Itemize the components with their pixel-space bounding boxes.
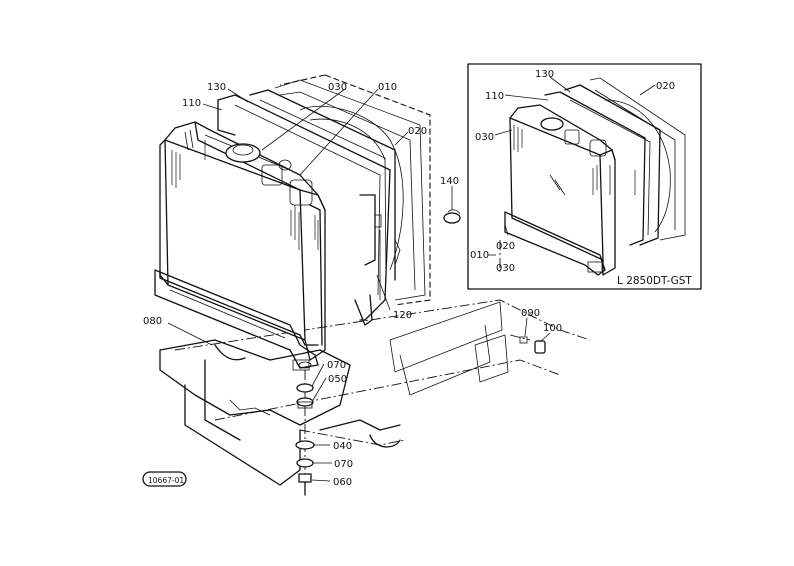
fan-shroud-020 bbox=[274, 74, 431, 306]
figure-code: 10667-01 bbox=[148, 476, 184, 485]
callout-080: 080 bbox=[143, 316, 162, 327]
callout-140: 140 bbox=[440, 176, 459, 187]
callout-030: 030 bbox=[328, 82, 347, 93]
chassis-frame bbox=[159, 299, 591, 486]
callout-040: 040 bbox=[333, 441, 352, 452]
washer-070-icon bbox=[296, 383, 314, 393]
inset-callout-020: 020 bbox=[656, 81, 675, 92]
radiator-frames bbox=[217, 89, 396, 326]
callout-090: 090 bbox=[521, 308, 540, 319]
callout-010: 010 bbox=[378, 82, 397, 93]
callout-070-lower: 070 bbox=[334, 459, 353, 470]
callout-100: 100 bbox=[543, 323, 562, 334]
callout-labels: 130 110 030 010 020 140 080 120 090 100 … bbox=[143, 69, 692, 488]
radiator-main bbox=[154, 121, 326, 371]
callout-070: 070 bbox=[327, 360, 346, 371]
model-label: L 2850DT-GST bbox=[617, 275, 692, 287]
leader-lines bbox=[167, 76, 656, 482]
bolt-090-nut-100 bbox=[509, 334, 546, 354]
callout-120: 120 bbox=[393, 310, 412, 321]
callout-130: 130 bbox=[207, 82, 226, 93]
radiator-cap-icon bbox=[225, 143, 261, 163]
callout-050: 050 bbox=[328, 374, 347, 385]
bolt-060-icon bbox=[298, 473, 312, 483]
callout-060: 060 bbox=[333, 477, 352, 488]
inset-callout-110: 110 bbox=[485, 91, 504, 102]
clamp-140 bbox=[443, 209, 461, 224]
callout-020: 020 bbox=[408, 126, 427, 137]
fastener-stack bbox=[295, 370, 315, 496]
inset-callout-020-lower: 020 bbox=[496, 241, 515, 252]
inset-callout-030-lower: 030 bbox=[496, 263, 515, 274]
cushion-040-icon bbox=[295, 440, 315, 450]
inset-callout-030: 030 bbox=[475, 132, 494, 143]
callout-110: 110 bbox=[182, 98, 201, 109]
inset-callout-010: 010 bbox=[470, 250, 489, 261]
washer-070-icon-2 bbox=[296, 458, 314, 468]
inset-callout-130: 130 bbox=[535, 69, 554, 80]
figure-code-badge: 10667-01 bbox=[142, 471, 187, 487]
variant-inset bbox=[467, 63, 702, 290]
